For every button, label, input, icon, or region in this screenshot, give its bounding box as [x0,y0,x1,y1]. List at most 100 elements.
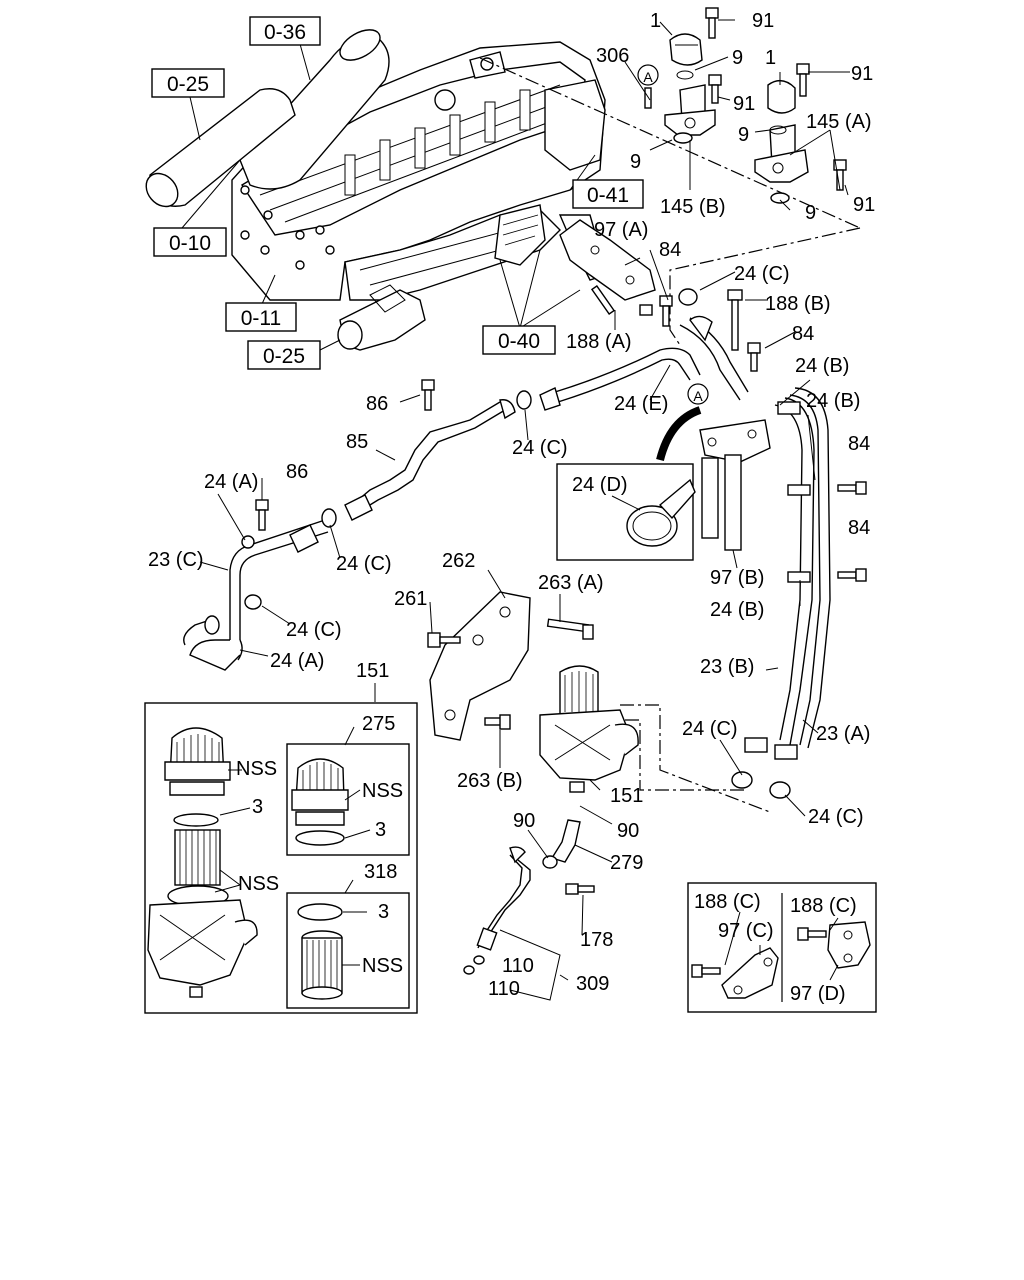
connection-lines [479,57,861,813]
label-nss-3: NSS [238,873,279,895]
marker-a-top [637,64,659,86]
marker-a-mid [687,383,709,405]
label-145a: 145 (A) [806,111,872,133]
bolts-86 [255,379,435,531]
bolt-84-top [659,295,673,327]
label-24c-lower: 24 (C) [286,619,342,641]
label-84-right-1: 84 [848,433,870,455]
hose-279 [542,819,581,869]
label-306: 306 [596,45,629,67]
label-318: 318 [364,861,397,883]
label-261: 261 [394,588,427,610]
label-97a: 97 (A) [594,219,648,241]
label-145b: 145 (B) [660,196,726,218]
svg-text:0-36: 0-36 [264,21,306,44]
label-91-right: 91 [851,63,873,85]
sensor-assembly-a [754,63,847,204]
svg-text:0-10: 0-10 [169,232,211,255]
label-85: 85 [346,431,368,453]
label-a-mid: A [693,388,703,404]
ref-box-0-41: 0-41 [572,179,644,209]
label-97b: 97 (B) [710,567,764,589]
label-84-right-2: 84 [848,517,870,539]
label-84-top: 84 [659,239,681,261]
label-24c-top: 24 (C) [734,263,790,285]
label-24c-bottom: 24 (C) [808,806,864,828]
label-24e: 24 (E) [614,393,668,415]
label-9-left: 9 [630,151,641,173]
intake-pipe [239,29,390,190]
svg-text:0-40: 0-40 [498,330,540,353]
label-275: 275 [362,713,395,735]
label-188c-left: 188 (C) [694,891,761,913]
label-110-bottom: 110 [488,978,520,1000]
ref-box-0-11: 0-11 [225,302,297,332]
label-24d: 24 (D) [572,474,628,496]
kit-box-275 [286,743,410,856]
ref-box-0-10: 0-10 [153,227,227,257]
fuel-filter-pump-151 [539,665,639,793]
label-188a: 188 (A) [566,331,632,353]
label-23a: 23 (A) [816,723,870,745]
kit-box-318 [286,892,410,1009]
label-24a-top: 24 (A) [204,471,258,493]
label-151-pump: 151 [610,785,643,807]
label-9-bottom: 9 [805,202,816,224]
bolts-84-right [837,481,867,582]
label-3-c: 3 [378,901,389,923]
svg-text:0-41: 0-41 [587,184,629,207]
label-151-box: 151 [356,660,389,682]
fuel-hoses [183,315,831,749]
label-24a-bottom: 24 (A) [270,650,324,672]
label-24c-right: 24 (C) [682,718,738,740]
label-24b-2: 24 (B) [806,390,860,412]
callout-labels: 1 91 306 A 9 91 1 91 145 (A) 9 9 145 (B)… [148,10,875,1005]
label-110-top: 110 [502,955,534,977]
label-24c-mid: 24 (C) [512,437,568,459]
bolt-178 [565,883,595,895]
label-9-right: 9 [738,124,749,146]
label-91-top: 91 [752,10,774,32]
svg-text:0-25: 0-25 [167,73,209,96]
bracket-262 [427,591,594,741]
label-1-top: 1 [650,10,661,32]
air-hose [145,88,296,208]
label-188c-right: 188 (C) [790,895,857,917]
pipe-309 [463,846,531,975]
ref-box-0-40: 0-40 [482,325,556,355]
label-91-bottom: 91 [853,194,875,216]
clamp-24c-top [678,288,698,306]
ref-box-0-36: 0-36 [249,16,321,46]
label-nss-2: NSS [362,780,403,802]
label-1-right: 1 [765,47,776,69]
bolt-84-mid [747,342,761,372]
label-23c: 23 (C) [148,549,204,571]
label-262: 262 [442,550,475,572]
label-97d: 97 (D) [790,983,846,1005]
bracket-97b [656,406,771,551]
clamps-24c-left [204,390,791,799]
label-86-left: 86 [286,461,308,483]
label-3-a: 3 [252,796,263,818]
label-91-mid: 91 [733,93,755,115]
sensor-assembly-b [644,7,722,144]
label-188b: 188 (B) [765,293,831,315]
label-24c-left: 24 (C) [336,553,392,575]
label-24b-1: 24 (B) [795,355,849,377]
ref-box-0-25-top: 0-25 [151,68,225,98]
label-a-top: A [643,69,653,85]
svg-text:0-11: 0-11 [241,307,281,330]
label-279: 279 [610,852,643,874]
clips-24b [744,401,811,760]
label-90-right: 90 [617,820,639,842]
label-90-left: 90 [513,810,535,832]
label-3-b: 3 [375,819,386,841]
ref-box-0-25-bottom: 0-25 [247,340,321,370]
label-263a: 263 (A) [538,572,604,594]
label-86-top: 86 [366,393,388,415]
detail-box-97c-97d [687,882,877,1013]
label-97c: 97 (C) [718,920,774,942]
label-24b-3: 24 (B) [710,599,764,621]
label-309: 309 [576,973,609,995]
